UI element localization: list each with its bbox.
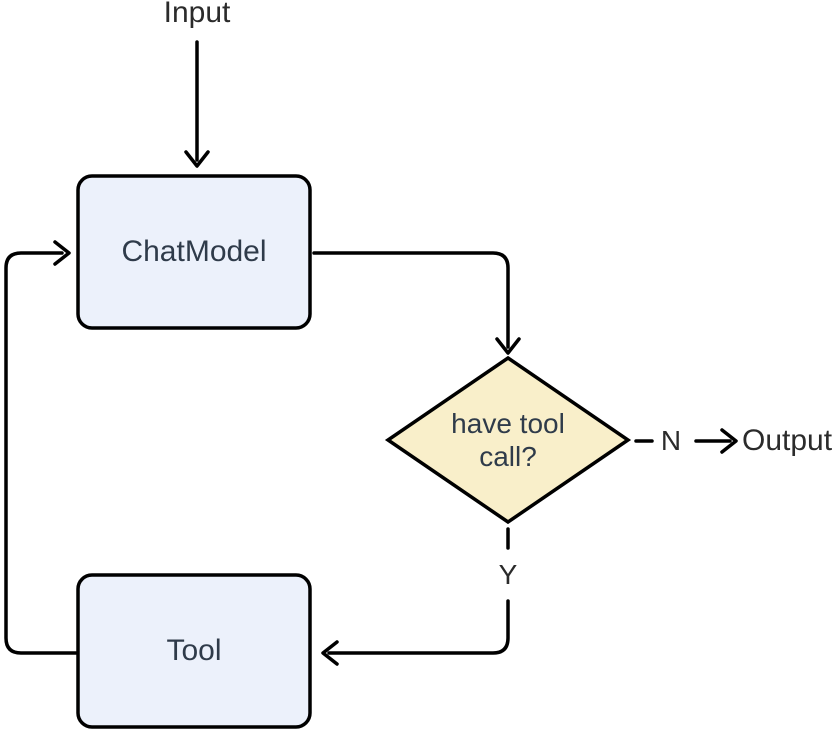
chatmodel-node [76, 174, 312, 330]
chatmodel-to-decision-edge [312, 251, 510, 349]
arrowhead-right-icon [53, 240, 71, 266]
yes-branch-arrow [327, 599, 510, 655]
decision-diamond [384, 355, 632, 525]
arrowhead-left-icon [321, 640, 339, 666]
tool-node [76, 573, 312, 729]
tool-to-chatmodel-edge [4, 251, 78, 655]
arrowhead-right-icon [720, 428, 738, 454]
arrowhead-down-icon [184, 150, 210, 168]
arrowhead-down-icon [495, 337, 521, 355]
